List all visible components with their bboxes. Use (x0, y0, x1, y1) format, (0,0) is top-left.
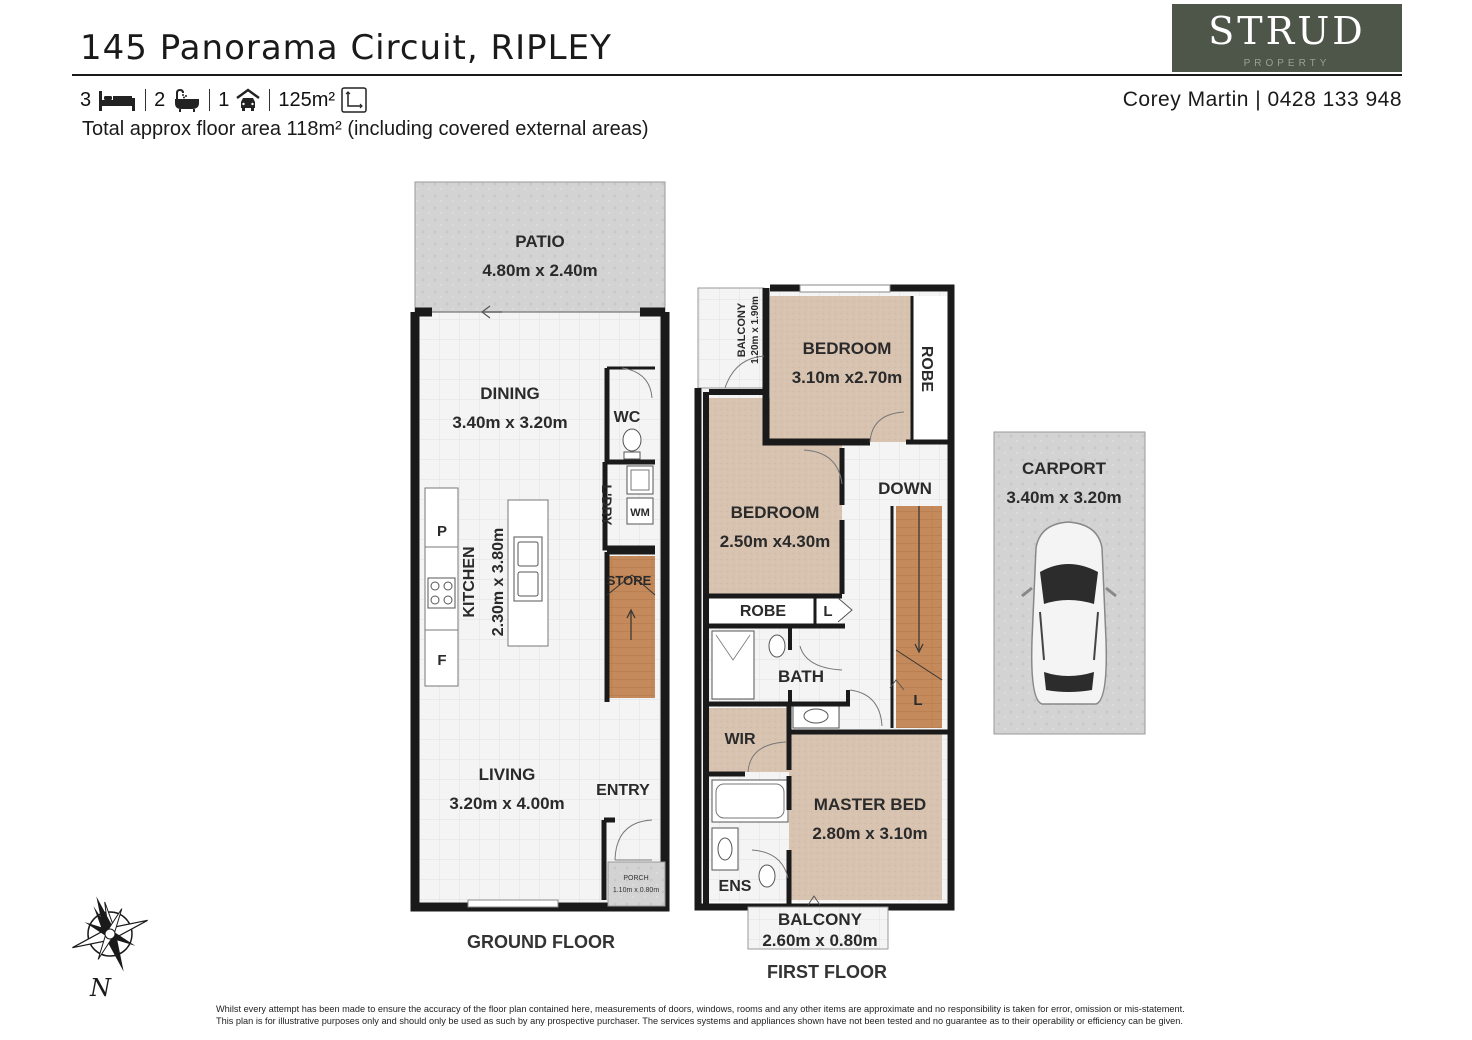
ground-floor-label: GROUND FLOOR (467, 932, 615, 952)
stair-arrow-icon (626, 608, 636, 640)
bathroom-count: 2 (154, 88, 166, 111)
carport-size: 3.40m x 3.20m (1006, 488, 1121, 507)
kitchen-label: KITCHEN (461, 546, 478, 617)
wc-toilet-icon (622, 428, 642, 452)
bed-icon (97, 88, 137, 112)
first-floor: BALCONY 1.20m x 1.90m BEDROOM 3.10m x2.7… (694, 284, 955, 982)
agency-logo: STRUD PROPERTY (1172, 4, 1402, 72)
first-floor-label: FIRST FLOOR (767, 962, 887, 982)
carport: CARPORT 3.40m x 3.20m (993, 431, 1146, 735)
property-stats: 3 2 1 125m² (80, 86, 367, 114)
robe-1-area (912, 296, 947, 442)
total-area-note: Total approx floor area 118m² (including… (82, 118, 649, 140)
balcony-area (747, 906, 889, 950)
balcony-size: 2.60m x 0.80m (762, 931, 877, 950)
bedroom-count: 3 (80, 88, 92, 111)
bath-label: BATH (778, 667, 824, 686)
land-area: 125m² (278, 88, 336, 111)
bedroom-1-size: 3.10m x2.70m (792, 368, 903, 387)
porch-label: PORCH (623, 875, 648, 882)
ensuite-label: ENS (719, 878, 752, 895)
logo-sub: PROPERTY (1243, 58, 1331, 69)
patio-label: PATIO (515, 232, 564, 251)
porch-area (607, 861, 666, 907)
robe-1-label: ROBE (918, 346, 935, 393)
linen-1-label: L (823, 603, 832, 620)
wc-label: WC (614, 409, 641, 426)
patio-area (414, 181, 666, 313)
small-balcony-size: 1.20m x 1.90m (750, 296, 761, 364)
wm-label: WM (630, 507, 650, 519)
store-label: STORE (607, 573, 652, 588)
bedroom-2-area (709, 398, 842, 594)
header-rule (72, 74, 1402, 76)
property-address: 145 Panorama Circuit, RIPLEY (80, 28, 612, 68)
bath-icon (171, 88, 201, 112)
land-area-icon (341, 87, 367, 113)
living-label: LIVING (479, 765, 536, 784)
kitchen-size: 2.30m x 3.80m (490, 528, 507, 637)
pantry-label: P (437, 523, 447, 540)
car-icon (235, 88, 261, 112)
sliding-door-arrow-icon (481, 305, 502, 319)
shower-icon (711, 630, 755, 700)
first-floor-walls (694, 284, 955, 911)
robe-2-area (709, 596, 815, 624)
balcony-label: BALCONY (778, 910, 863, 929)
wir-area (709, 708, 789, 772)
bath-toilet-icon (768, 634, 786, 658)
patio-size: 4.80m x 2.40m (482, 261, 597, 280)
ensuite-vanity-icon (711, 827, 739, 871)
dining-label: DINING (480, 384, 540, 403)
porch-size: 1.10m x 0.80m (613, 887, 659, 894)
cooktop-icon (427, 577, 456, 609)
stat-separator (209, 89, 211, 111)
disclaimer: Whilst every attempt has been made to en… (216, 1003, 1316, 1027)
bathtub-icon (711, 779, 789, 823)
small-balcony-area (697, 287, 765, 389)
disclaimer-line-2: This plan is for illustrative purposes o… (216, 1016, 1183, 1026)
robe-2-label: ROBE (740, 603, 787, 620)
stair-arrow-icon (914, 506, 924, 654)
wir-label: WIR (724, 731, 756, 748)
bath-vanity-icon (792, 703, 840, 729)
logo-brand: STRUD (1208, 9, 1366, 53)
entry-label: ENTRY (596, 782, 650, 799)
washing-machine-icon (626, 497, 654, 525)
car-icon (1021, 521, 1117, 705)
linen-2-label: L (913, 692, 922, 709)
compass-north-label: N (89, 974, 112, 1002)
bedroom-2-size: 2.50m x4.30m (720, 532, 831, 551)
stat-separator (269, 89, 271, 111)
ground-floor: PATIO 4.80m x 2.40m DINING 3.40m x 3.20m… (410, 181, 670, 952)
disclaimer-line-1: Whilst every attempt has been made to en… (216, 1004, 1185, 1014)
bedroom-2-label: BEDROOM (731, 503, 820, 522)
stat-separator (145, 89, 147, 111)
fridge-label: F (437, 652, 446, 669)
master-bed-size: 2.80m x 3.10m (812, 824, 927, 843)
bedroom-1-label: BEDROOM (803, 339, 892, 358)
small-balcony-label: BALCONY (736, 302, 748, 357)
agent-contact: Corey Martin | 0428 133 948 (1122, 88, 1402, 111)
laundry-label: L'DRY (599, 485, 615, 527)
living-size: 3.20m x 4.00m (449, 794, 564, 813)
kitchen-sink-icon (513, 536, 543, 602)
down-label: DOWN (878, 479, 932, 498)
carport-label: CARPORT (1022, 459, 1107, 478)
compass-icon (72, 896, 148, 972)
master-bed-label: MASTER BED (814, 795, 926, 814)
dining-size: 3.40m x 3.20m (452, 413, 567, 432)
master-bed-area (789, 732, 942, 900)
parking-count: 1 (218, 88, 230, 111)
ensuite-toilet-icon (758, 864, 776, 888)
